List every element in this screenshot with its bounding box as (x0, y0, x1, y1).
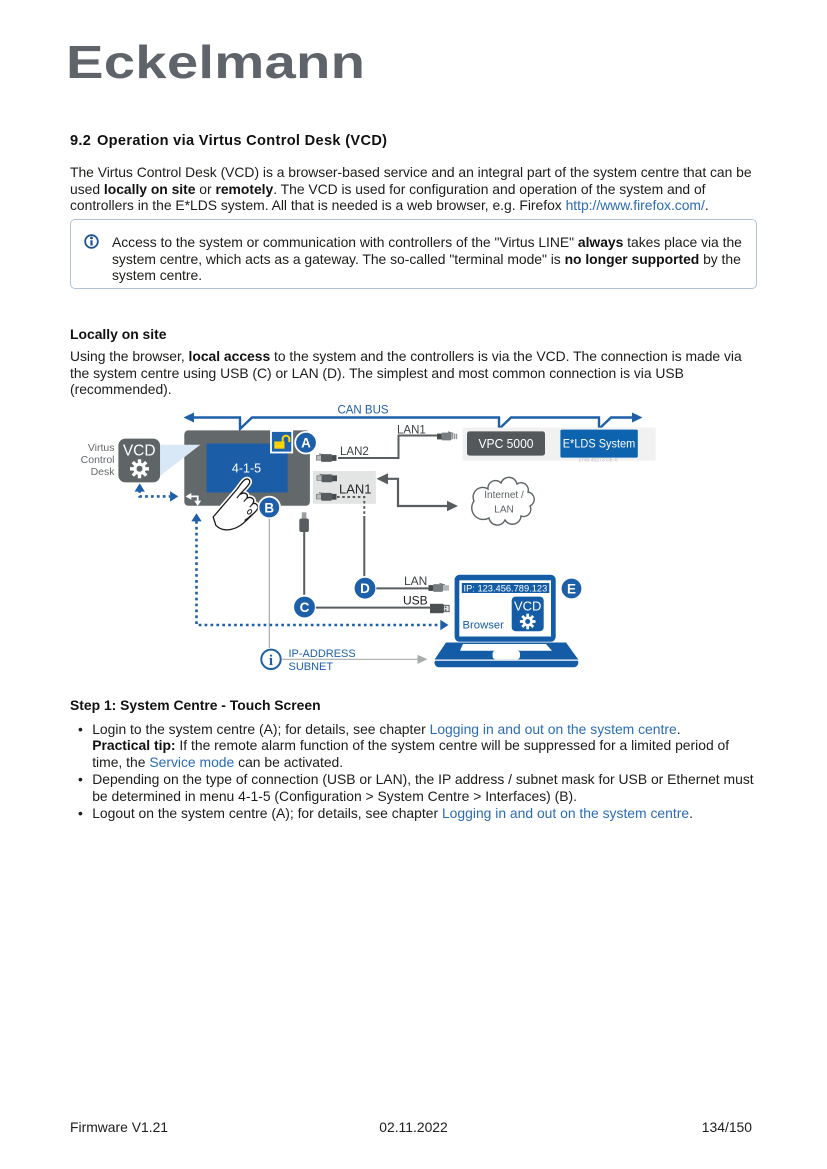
svg-text:SUBNET: SUBNET (289, 661, 334, 673)
svg-text:LAN1: LAN1 (397, 425, 426, 437)
svg-text:4-1-5: 4-1-5 (232, 462, 261, 476)
svg-text:Desk: Desk (91, 466, 116, 478)
svg-text:B: B (264, 500, 274, 515)
svg-text:Virtus: Virtus (88, 442, 115, 454)
svg-text:CAN BUS: CAN BUS (337, 405, 388, 417)
svg-text:D: D (360, 581, 370, 596)
svg-text:E: E (567, 581, 576, 596)
svg-text:2745 40273 DE-0: 2745 40273 DE-0 (578, 458, 617, 464)
svg-text:A: A (301, 436, 311, 451)
svg-text:Internet /: Internet / (484, 490, 524, 501)
svg-text:C: C (300, 600, 310, 615)
svg-text:i: i (269, 653, 273, 669)
svg-text:LAN: LAN (494, 505, 513, 516)
svg-text:LAN1: LAN1 (339, 481, 372, 496)
svg-text:VPC 5000: VPC 5000 (479, 437, 534, 451)
svg-text:Control: Control (81, 454, 115, 466)
svg-text:VCD: VCD (514, 598, 541, 613)
svg-text:IP: 123.456.789.123: IP: 123.456.789.123 (464, 584, 548, 594)
svg-text:VCD: VCD (123, 442, 156, 459)
svg-text:LAN: LAN (404, 574, 427, 588)
svg-text:USB: USB (403, 593, 428, 607)
svg-text:LAN2: LAN2 (340, 446, 369, 458)
svg-text:E*LDS System: E*LDS System (563, 437, 636, 451)
svg-text:Browser: Browser (463, 619, 505, 631)
svg-text:IP-ADDRESS: IP-ADDRESS (289, 648, 356, 660)
